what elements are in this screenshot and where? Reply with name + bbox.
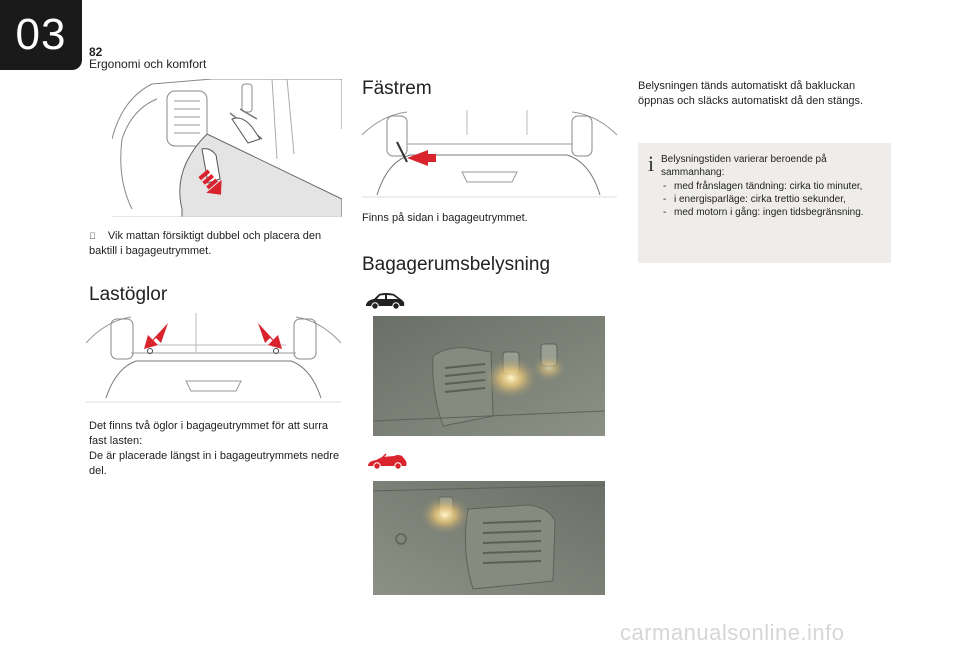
- info-icon: i: [648, 151, 655, 176]
- info-item: i energisparläge: cirka trettio sekunder…: [661, 193, 889, 206]
- watermark: carmanualsonline.info: [620, 620, 845, 645]
- lighting-text: Belysningen tänds automatiskt då bakluck…: [638, 80, 864, 107]
- strap-illustration: [362, 110, 617, 198]
- anchor-rings-illustration: [86, 313, 341, 403]
- section-title: Ergonomi och komfort: [89, 57, 207, 71]
- lastoglor-text-1: Det finns två öglor i bagageutrymmet för…: [89, 420, 329, 447]
- convertible-car-icon: [366, 451, 408, 471]
- lighting-heading: Bagagerumsbelysning: [362, 254, 551, 275]
- fold-instruction:  Vik mattan försiktigt dubbel och place…: [89, 229, 339, 259]
- fastrem-heading: Fästrem: [362, 78, 432, 99]
- chapter-tab: 03: [0, 0, 82, 70]
- lastoglor-heading: Lastöglor: [89, 284, 168, 305]
- page-number: 82: [89, 45, 103, 59]
- hatchback-car-icon: [364, 291, 406, 311]
- bullet-arrow-icon: : [89, 231, 96, 241]
- lighting-photo-convertible: [373, 481, 605, 595]
- lighting-photo-hatchback: [373, 316, 605, 436]
- info-list: med frånslagen tändning: cirka tio minut…: [661, 180, 889, 219]
- info-intro: Belysningstiden varierar beroende på sam…: [661, 154, 827, 178]
- lastoglor-text: Det finns två öglor i bagageutrymmet för…: [89, 419, 344, 479]
- info-text: Belysningstiden varierar beroende på sam…: [661, 153, 889, 219]
- fold-instruction-text: Vik mattan försiktigt dubbel och placera…: [89, 230, 321, 257]
- lastoglor-text-2: De är placerade längst in i bagageutrymm…: [89, 450, 340, 477]
- trunk-mat-illustration: [112, 79, 342, 217]
- info-item: med frånslagen tändning: cirka tio minut…: [661, 180, 889, 193]
- info-item: med motorn i gång: ingen tidsbegränsning…: [661, 206, 889, 219]
- fastrem-text: Finns på sidan i bagageutrymmet.: [362, 212, 528, 224]
